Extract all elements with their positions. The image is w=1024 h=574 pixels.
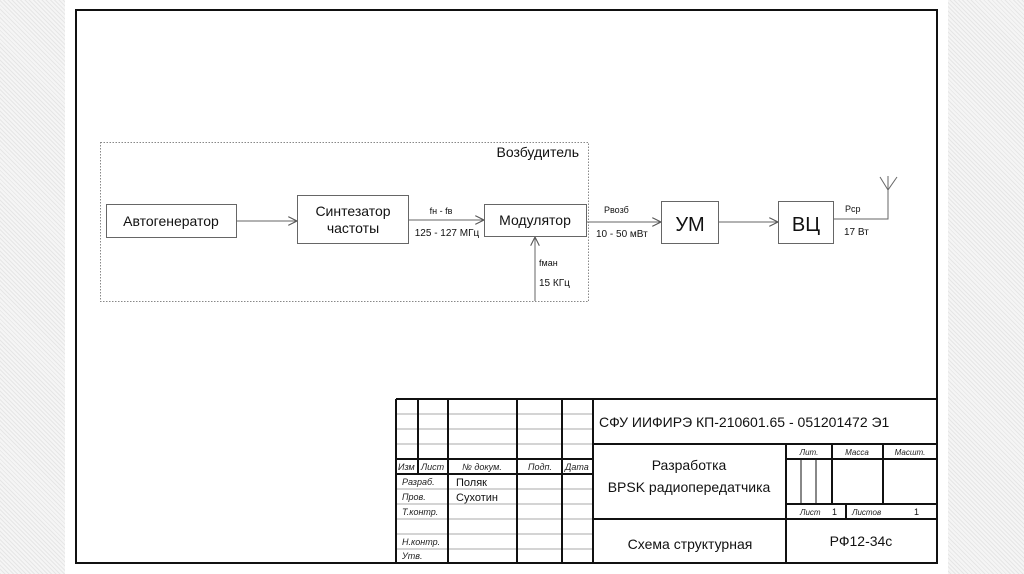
sheets-label: Листов <box>851 508 881 517</box>
antenna-icon <box>879 176 898 191</box>
header-list: Лист <box>420 462 445 472</box>
exciter-group-label: Возбудитель <box>496 144 579 160</box>
svg-text:ВЦ: ВЦ <box>792 214 820 236</box>
document-type: Схема структурная <box>628 536 753 552</box>
scale-label: Масшт. <box>895 448 926 457</box>
role-label: Утв. <box>401 551 422 561</box>
role-label: Пров. <box>402 492 426 502</box>
header-doc-no: № докум. <box>462 462 502 472</box>
signal-label: 10 - 50 мВт <box>596 229 648 240</box>
lit-label: Лит. <box>799 448 819 457</box>
sheets-value: 1 <box>914 507 919 517</box>
person-name: Поляк <box>456 477 487 489</box>
signal-label: fман <box>539 258 558 268</box>
document-title-line2: BPSK радиопередатчика <box>608 479 771 495</box>
svg-text:Синтезатор: Синтезатор <box>315 203 390 219</box>
svg-text:частоты: частоты <box>327 220 379 236</box>
group-code: РФ12-34с <box>830 533 893 549</box>
block-autogenerator: Автогенератор <box>106 204 237 238</box>
block-power-amplifier: УМ <box>661 201 719 244</box>
mass-label: Масса <box>845 448 869 457</box>
header-izm: Изм <box>398 462 415 472</box>
header-sign: Подп. <box>528 462 552 472</box>
signal-label: Pвозб <box>604 205 629 215</box>
svg-text:Автогенератор: Автогенератор <box>123 213 219 229</box>
link-output-antenna <box>834 188 889 220</box>
sheet-value: 1 <box>832 507 837 517</box>
signal-label: 17 Вт <box>844 227 869 238</box>
signal-label: fн - fв <box>430 206 453 216</box>
document-title-line1: Разработка <box>652 457 727 473</box>
role-label: Н.контр. <box>402 537 440 547</box>
svg-text:УМ: УМ <box>675 214 704 236</box>
header-date: Дата <box>564 462 589 472</box>
block-frequency-synthesizer: Синтезатор частоты <box>297 195 409 244</box>
drawing-frame <box>75 9 938 564</box>
document-code: СФУ ИИФИРЭ КП-210601.65 - 051201472 Э1 <box>599 414 890 430</box>
block-output-circuit: ВЦ <box>778 201 834 244</box>
svg-text:Модулятор: Модулятор <box>499 212 571 228</box>
signal-label: 125 - 127 МГц <box>415 228 480 239</box>
person-name: Сухотин <box>456 492 498 504</box>
role-label: Т.контр. <box>402 507 438 517</box>
block-modulator: Модулятор <box>484 204 587 237</box>
signal-label: 15 КГц <box>539 278 570 289</box>
signal-label: Pср <box>845 204 861 214</box>
title-block <box>395 398 937 563</box>
sheet-label: Лист <box>799 508 821 517</box>
role-label: Разраб. <box>402 477 435 487</box>
